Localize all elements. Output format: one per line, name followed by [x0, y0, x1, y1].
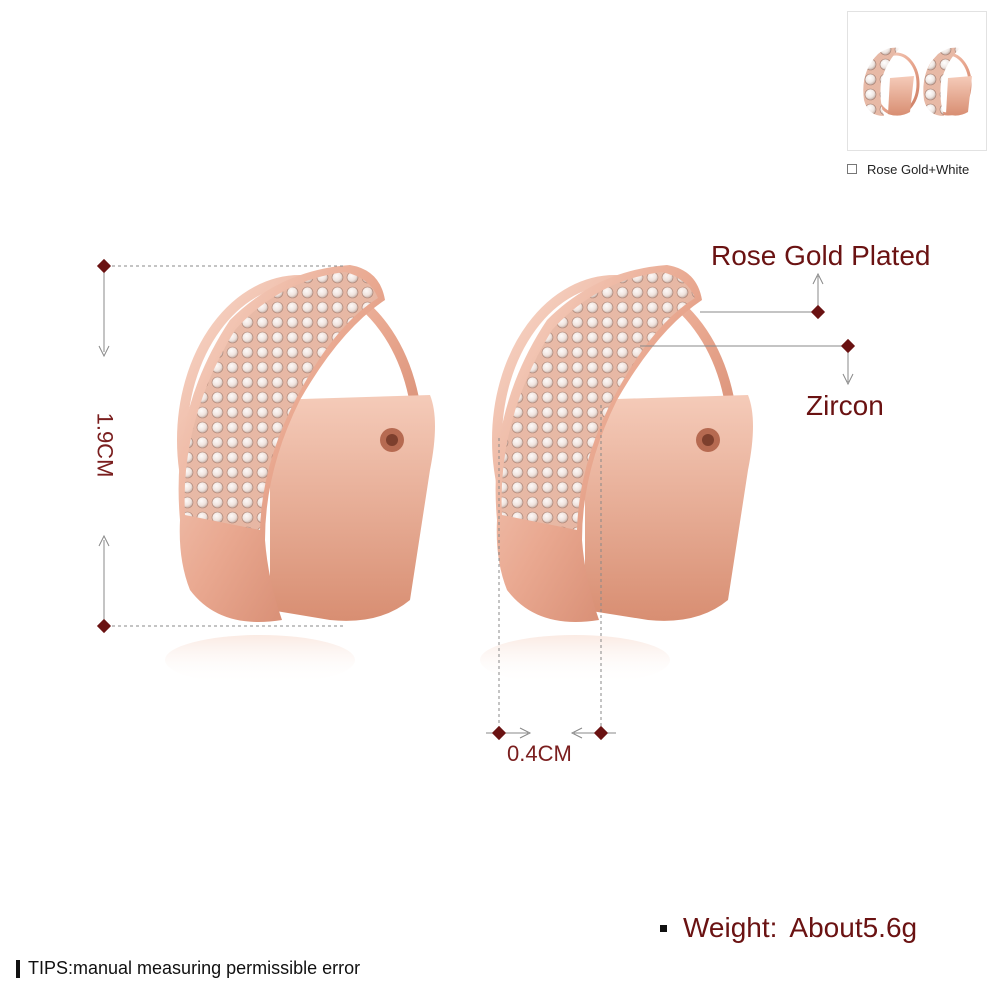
variant-label: Rose Gold+White: [867, 161, 970, 177]
weight-row: Weight: About5.6g: [660, 912, 917, 944]
variant-thumbnail[interactable]: [847, 11, 987, 151]
height-dimension-lines: [98, 265, 345, 627]
width-right-marker: [593, 725, 609, 741]
bullet-icon: [660, 924, 667, 932]
tips-text: TIPS:manual measuring permissible error: [28, 958, 361, 978]
zircon-label: Zircon: [806, 390, 884, 421]
height-bottom-marker: [96, 618, 112, 634]
plating-callout-line: [700, 272, 824, 313]
weight-value: About5.6g: [789, 912, 918, 943]
thumbnail-earrings-image: [863, 47, 972, 116]
earring-right: [480, 265, 753, 685]
tips-bar-icon: [16, 959, 20, 978]
width-dimension-lines: [486, 405, 616, 739]
weight-label: Weight:: [683, 912, 778, 943]
tips-row: TIPS:manual measuring permissible error: [16, 958, 360, 979]
zircon-marker: [840, 338, 856, 354]
variant-checkbox[interactable]: [847, 164, 857, 174]
variant-option[interactable]: Rose Gold+White: [847, 160, 969, 178]
height-label: 1.9CM: [92, 412, 118, 478]
plating-marker: [810, 304, 826, 320]
width-left-marker: [491, 725, 507, 741]
earring-left: [165, 265, 435, 685]
height-top-marker: [96, 258, 112, 274]
width-label: 0.4CM: [507, 741, 572, 766]
zircon-callout-line: [640, 345, 854, 386]
plating-label: Rose Gold Plated: [711, 240, 931, 271]
